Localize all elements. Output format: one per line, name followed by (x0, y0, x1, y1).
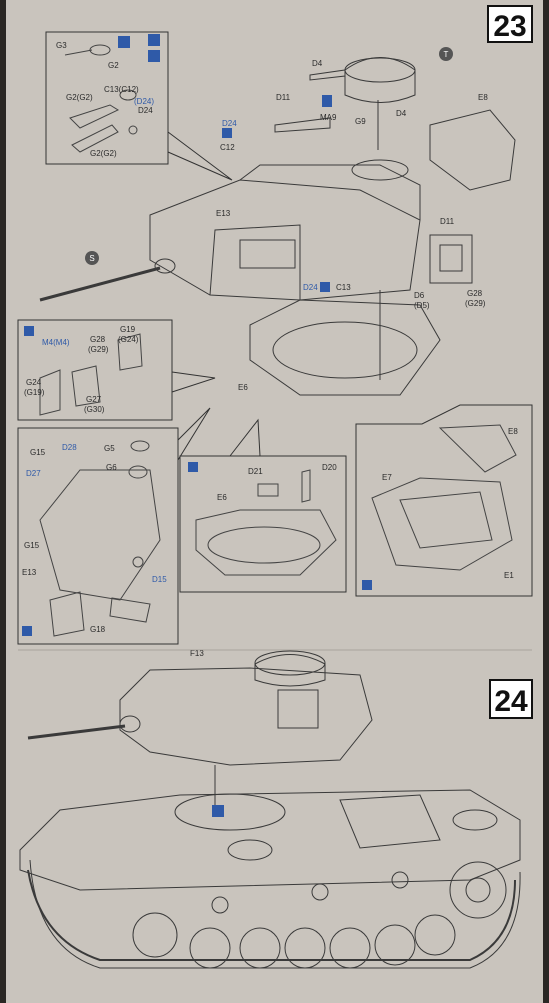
label-g29-inset: (G29) (88, 345, 109, 354)
glue-brush-icon-inset2 (24, 326, 34, 336)
label-g9: G9 (355, 117, 366, 126)
label-d4-top: D4 (312, 59, 323, 68)
inset-center: D21 D20 E6 (179, 418, 347, 593)
inset-mid-left: M4(M4) G28 (G29) G19 (G24) G24 (G19) G27… (17, 319, 216, 421)
label-d27: D27 (26, 469, 41, 478)
label-g18: G18 (90, 625, 106, 634)
label-e13: E13 (216, 209, 231, 218)
label-e7: E7 (382, 473, 392, 482)
label-g2: G2 (108, 61, 119, 70)
label-f13: F13 (190, 649, 204, 658)
label-e8: E8 (478, 93, 488, 102)
label-d11-top: D11 (276, 93, 291, 102)
inset-right: E8 E7 E1 (355, 404, 533, 597)
label-ma9: MA9 (320, 113, 337, 122)
label-d20: D20 (322, 463, 337, 472)
step-23-number: 23 (493, 10, 526, 43)
label-g15-top: G15 (30, 448, 46, 457)
glue-brush-icon-c12 (222, 128, 232, 138)
label-e1: E1 (504, 571, 514, 580)
label-g19b: (G19) (24, 388, 45, 397)
glue-brush-icon (148, 34, 160, 46)
glue-brush-icon-c13 (320, 282, 330, 292)
marker-s (85, 251, 99, 265)
label-g28: G28 (467, 289, 483, 298)
cement-drop-icon (322, 95, 332, 107)
step-24-number: 24 (494, 685, 528, 718)
label-g28-inset: G28 (90, 335, 106, 344)
label-d21: D21 (248, 467, 263, 476)
label-d11-right: D11 (440, 217, 455, 226)
label-d5: (D5) (414, 301, 430, 310)
label-d24-paren: (D24) (134, 97, 154, 106)
label-g6: G6 (106, 463, 117, 472)
label-d15: D15 (152, 575, 167, 584)
paper-page (6, 0, 543, 1003)
label-e6: E6 (238, 383, 248, 392)
symmetric-icon (118, 36, 130, 48)
label-e6-inset: E6 (217, 493, 227, 502)
tank-assembly-drawing (19, 650, 521, 969)
marker-s-letter: S (89, 254, 94, 263)
label-d24-c13: D24 (303, 283, 318, 292)
label-c12: C12 (220, 143, 235, 152)
label-d28: D28 (62, 443, 77, 452)
label-d24-c12: D24 (222, 119, 237, 128)
label-g24: (G24) (118, 335, 139, 344)
marker-t (439, 47, 453, 61)
both-sides-icon (148, 50, 160, 62)
glue-brush-icon-inset3 (22, 626, 32, 636)
step-24-number-box: 24 (489, 679, 533, 719)
paper-shade (6, 0, 543, 1003)
inset-top-left: G3 G2 C13(C12) G2(G2) (D24) D24 G2(G2) (45, 31, 233, 181)
inset-bottom-left: G15 D28 G5 D27 G6 G15 E13 D15 G18 (17, 407, 211, 645)
label-g3: G3 (56, 41, 67, 50)
label-c13: C13 (336, 283, 351, 292)
label-g19: G19 (120, 325, 136, 334)
turret-exploded-drawing (39, 57, 516, 396)
label-m4: M4(M4) (42, 338, 70, 347)
label-e13-inset: E13 (22, 568, 37, 577)
glue-brush-icon-inset5 (362, 580, 372, 590)
label-d6: D6 (414, 291, 425, 300)
option-icon (212, 805, 224, 817)
step-23-number-box: 23 (487, 5, 533, 43)
label-g24b: G24 (26, 378, 42, 387)
glue-brush-icon-inset4 (188, 462, 198, 472)
label-c13c12: C13(C12) (104, 85, 139, 94)
label-g27: G27 (86, 395, 102, 404)
label-d24: D24 (138, 106, 153, 115)
label-g29: (G29) (465, 299, 486, 308)
marker-t-letter: T (444, 50, 449, 59)
label-g15-mid: G15 (24, 541, 40, 550)
label-e8-inset: E8 (508, 427, 518, 436)
label-d4-right: D4 (396, 109, 407, 118)
label-g2g2: G2(G2) (66, 93, 93, 102)
label-g2g2-bottom: G2(G2) (90, 149, 117, 158)
label-g30: (G30) (84, 405, 105, 414)
label-g5: G5 (104, 444, 115, 453)
